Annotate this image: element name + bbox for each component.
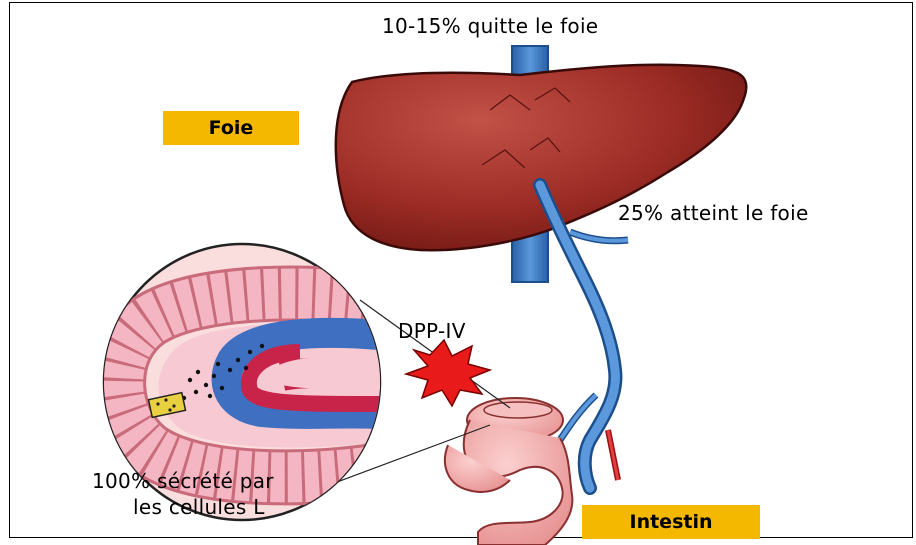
dpp-iv-label: DPP-IV [398, 319, 466, 343]
intestine-tag: Intestin [582, 505, 760, 539]
intestine [445, 398, 572, 545]
top-flow-label: 10-15% quitte le foie [382, 14, 598, 38]
dpp-iv-burst [406, 340, 490, 406]
secreted-label-line2: les cellules L [133, 495, 265, 519]
right-flow-label: 25% atteint le foie [618, 201, 809, 225]
secreted-label-line1: 100% sécrété par [92, 469, 274, 493]
liver-tag: Foie [163, 111, 299, 145]
